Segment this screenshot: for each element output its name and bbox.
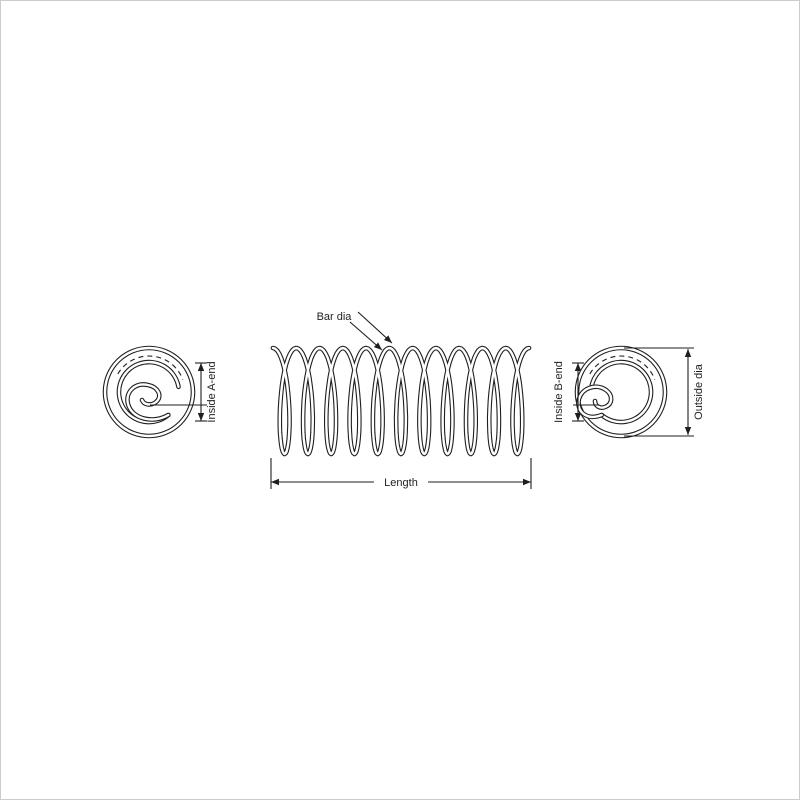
length-dimension: Length (270, 458, 532, 489)
a-end-inner-ring-core (117, 360, 180, 424)
inside-a-end-label: Inside A-end (206, 361, 218, 422)
a-end-hidden-coil-arc (117, 355, 184, 380)
length-label: Length (384, 477, 418, 489)
left-end-view (102, 345, 207, 439)
bar-dia-label: Bar dia (317, 311, 353, 323)
b-end-inner-ring-core (590, 360, 653, 424)
b-end-wire-hook-core (577, 385, 613, 418)
spring-side-view (270, 345, 532, 457)
bar-dia-callout: Bar dia (317, 311, 393, 351)
b-end-hidden-coil-arc (589, 355, 656, 380)
spring-coil-core (271, 346, 531, 456)
right-end-view (573, 345, 668, 439)
inside-b-end-label: Inside B-end (553, 361, 565, 423)
inside-b-dimension: Inside B-end (553, 361, 584, 423)
bar-dia-leader-line (349, 321, 383, 351)
bar-dia-leader-line (357, 311, 393, 344)
inside-a-dimension: Inside A-end (195, 361, 218, 423)
a-end-wire-hook-core (126, 383, 170, 421)
outside-dia-label: Outside dia (693, 363, 705, 420)
outside-dia-dimension: Outside dia (624, 347, 705, 437)
a-end-outer-ring-core (103, 346, 195, 438)
